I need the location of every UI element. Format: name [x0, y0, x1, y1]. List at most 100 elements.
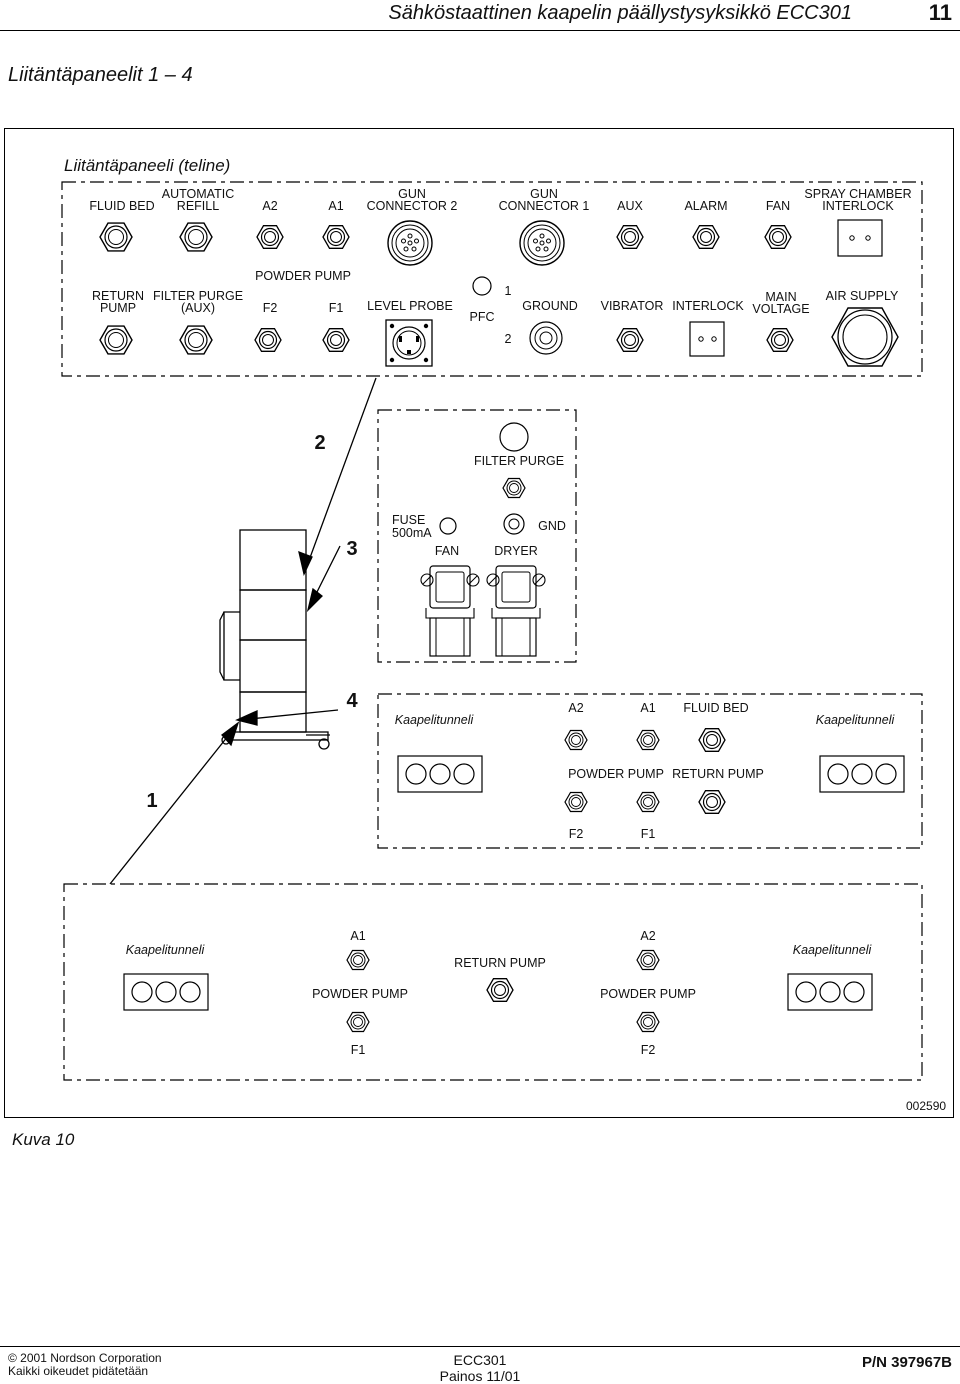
- dryer-plug: [486, 565, 546, 657]
- figure-frame: [4, 128, 954, 1118]
- label-alarm: ALARM: [684, 199, 728, 213]
- p4-fluid-bed-connector: [698, 728, 726, 752]
- panel-2-outline: [377, 409, 577, 663]
- ground-terminal: [529, 321, 563, 355]
- label-refill: REFILL: [176, 199, 220, 213]
- air-supply-connector: [831, 307, 899, 367]
- label-f1: F1: [328, 301, 344, 315]
- figure-caption: Kuva 10: [12, 1130, 75, 1149]
- label-p4-a2: A2: [568, 701, 584, 715]
- label-gun: GUN: [398, 187, 426, 201]
- label-fuse: FUSE: [392, 513, 426, 527]
- label-powder-pump: POWDER PUMP: [255, 269, 351, 283]
- callout-4: 4: [346, 690, 358, 712]
- p1b-return-pump-connector: [486, 978, 514, 1002]
- label-filter-purge: FILTER PURGE: [152, 289, 244, 303]
- label-connector-2: CONNECTOR 2: [366, 199, 458, 213]
- p1b-cable-tunnel-right: [787, 973, 873, 1011]
- label-pfc-2: 2: [504, 332, 512, 346]
- panel-1-bottom-connectors: [99, 276, 899, 367]
- label-p4-tunnel-right: Kaapelitunneli: [815, 713, 895, 727]
- label-level-probe: LEVEL PROBE: [367, 299, 453, 313]
- footer-center-block: ECC301 Painos 11/01: [440, 1352, 521, 1384]
- label-p4-fluid-bed: FLUID BED: [683, 701, 749, 715]
- fan-plug: [420, 565, 480, 657]
- p4-powder-pump-f1-connector: [636, 791, 660, 813]
- footer-part-number: P/N 397967B: [861, 1354, 952, 1371]
- label-ground: GROUND: [522, 299, 578, 313]
- footer-rule: [0, 1346, 960, 1347]
- p4-cable-tunnel-left: [397, 755, 483, 793]
- label-main: MAIN: [765, 290, 797, 304]
- label-pfc: PFC: [469, 310, 495, 324]
- section-title: Liitäntäpaneelit 1 – 4: [8, 64, 193, 86]
- p1b-a2-connector: [636, 949, 660, 971]
- label-p2-filter-purge: FILTER PURGE: [473, 454, 565, 468]
- panel-1b-outline: [63, 883, 923, 1081]
- aux-connector: [616, 225, 644, 249]
- footer-copyright: © 2001 Nordson Corporation: [8, 1351, 162, 1365]
- label-p1b-a2: A2: [640, 929, 656, 943]
- label-p1b-powder-pump-right: POWDER PUMP: [600, 987, 696, 1001]
- footer-edition: Painos 11/01: [439, 1368, 521, 1384]
- automatic-refill-connector: [179, 222, 213, 252]
- a2-connector: [256, 225, 284, 249]
- vibrator-connector: [616, 328, 644, 352]
- label-gnd: GND: [538, 519, 566, 533]
- panel-2-connectors: [420, 422, 546, 657]
- label-p1b-f1: F1: [350, 1043, 366, 1057]
- label-a2: A2: [262, 199, 278, 213]
- fluid-bed-connector: [99, 222, 133, 252]
- label-fan: FAN: [765, 199, 791, 213]
- callout-arrows: [109, 377, 377, 885]
- label-fluid-bed: FLUID BED: [89, 199, 155, 213]
- label-f2: F2: [262, 301, 278, 315]
- p4-return-pump-connector: [698, 790, 726, 814]
- callout-1: 1: [146, 790, 158, 812]
- footer-copyright-block: © 2001 Nordson Corporation Kaikki oikeud…: [8, 1352, 162, 1378]
- label-return: RETURN: [91, 289, 145, 303]
- fan-connector: [764, 225, 792, 249]
- panel-4-outline: [377, 693, 923, 849]
- label-dryer: DRYER: [494, 544, 538, 558]
- callout-2: 2: [314, 432, 326, 454]
- label-a1: A1: [328, 199, 344, 213]
- label-p4-f1: F1: [640, 827, 656, 841]
- label-p2-fan: FAN: [434, 544, 460, 558]
- p1b-cable-tunnel-left: [123, 973, 209, 1011]
- p1b-powder-pump-f2-connector: [636, 1011, 660, 1033]
- gnd-terminal: [503, 513, 525, 535]
- label-p1b-f2: F2: [640, 1043, 656, 1057]
- filter-purge-indicator: [499, 422, 529, 452]
- interlock-socket: [689, 321, 725, 357]
- fuse-holder: [439, 517, 457, 535]
- label-spray-chamber: SPRAY CHAMBER: [804, 187, 912, 201]
- label-pfc-1: 1: [504, 284, 512, 298]
- return-pump-connector: [99, 325, 133, 355]
- label-p1b-powder-pump-left: POWDER PUMP: [312, 987, 408, 1001]
- p1b-a1-connector: [346, 949, 370, 971]
- unit-side-view: [219, 529, 330, 750]
- label-interlock-bottom: INTERLOCK: [672, 299, 744, 313]
- label-p4-f2: F2: [568, 827, 584, 841]
- p4-a2-connector: [564, 729, 588, 751]
- label-fuse-rating: 500mA: [392, 526, 432, 540]
- panel-1-outline: [61, 181, 923, 377]
- label-voltage: VOLTAGE: [752, 302, 810, 316]
- label-interlock-top: INTERLOCK: [822, 199, 894, 213]
- label-connector-1: CONNECTOR 1: [498, 199, 590, 213]
- filter-purge-connector: [502, 477, 526, 499]
- powder-pump-f2-connector: [254, 328, 282, 352]
- gun-connector-2: [387, 220, 433, 266]
- label-pump: PUMP: [99, 301, 137, 315]
- label-aux: AUX: [617, 199, 643, 213]
- filter-purge-aux-connector: [179, 325, 213, 355]
- label-p1b-a1: A1: [350, 929, 366, 943]
- a1-connector: [322, 225, 350, 249]
- label-p4-powder-pump: POWDER PUMP: [568, 767, 664, 781]
- figure-subtitle: Liitäntäpaneeli (teline): [64, 156, 231, 175]
- p4-cable-tunnel-right: [819, 755, 905, 793]
- figure-code: 002590: [906, 1099, 947, 1113]
- label-p1b-tunnel-right: Kaapelitunneli: [792, 943, 872, 957]
- p4-powder-pump-f2-connector: [564, 791, 588, 813]
